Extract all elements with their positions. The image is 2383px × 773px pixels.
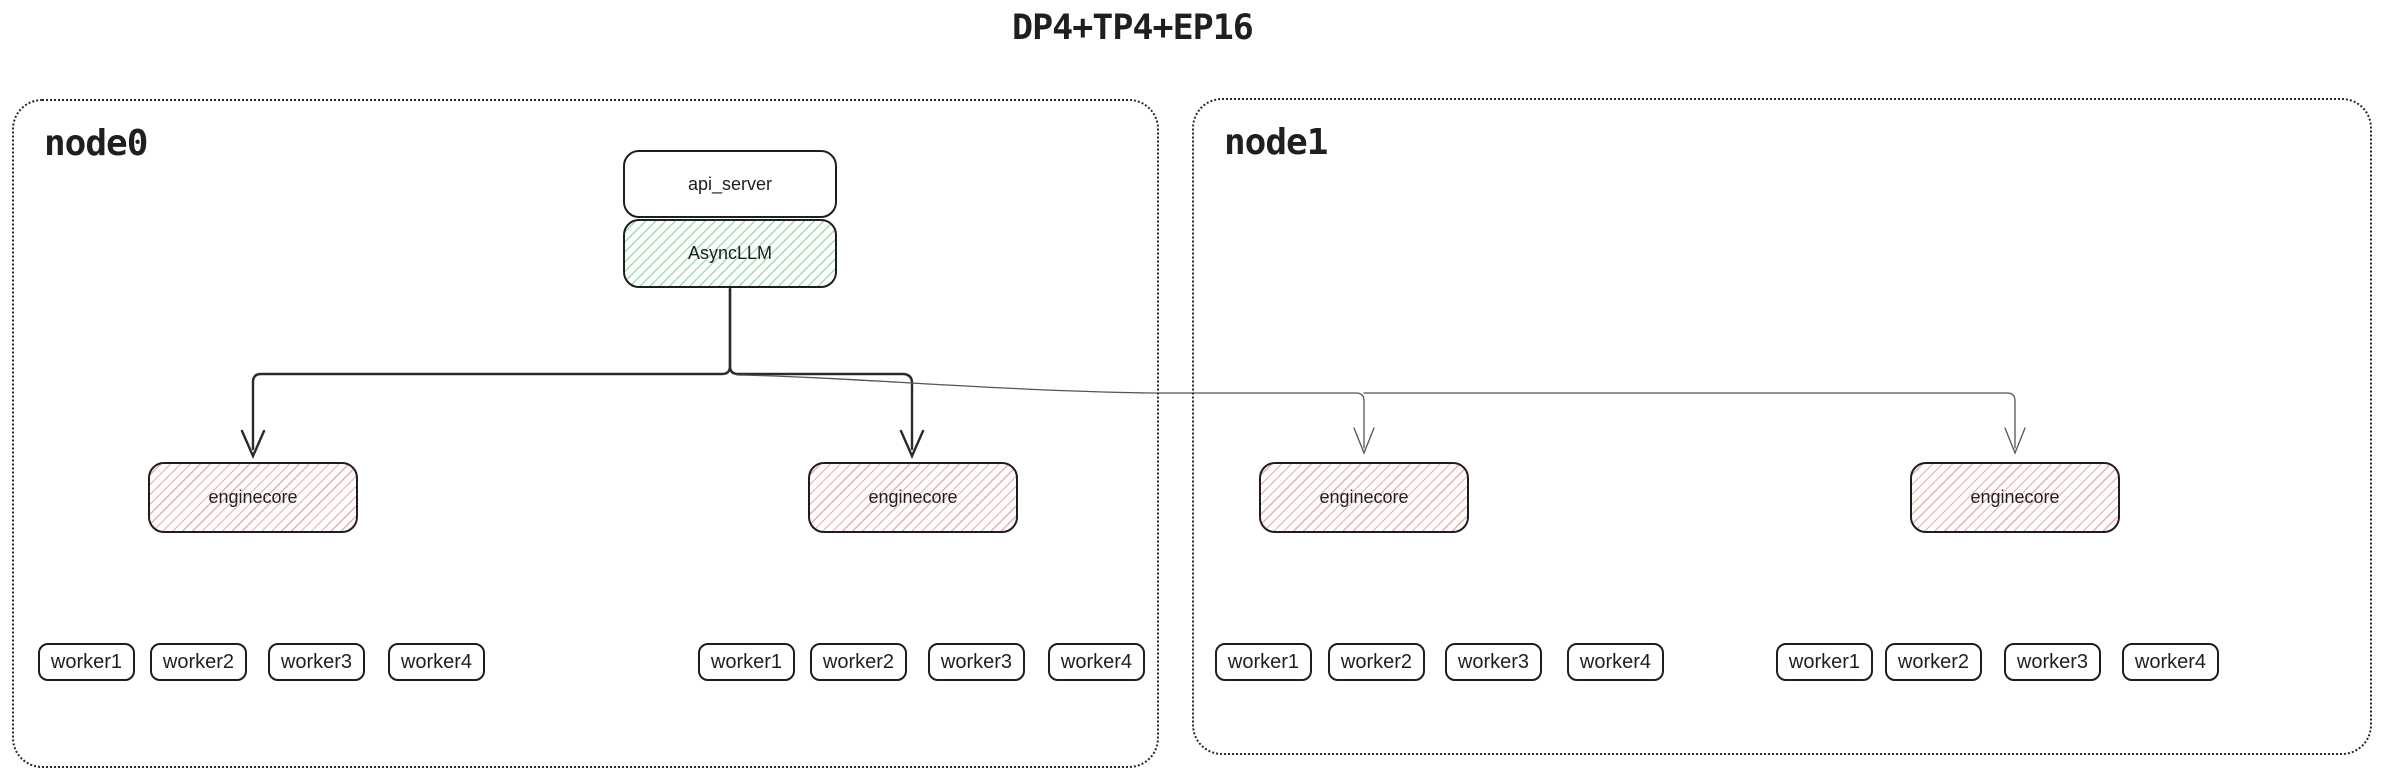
api-server-box: api_server [623,150,837,218]
api-server-label: api_server [687,173,773,194]
enginecore-box-node1-1: enginecore [1259,462,1469,533]
worker-box: worker3 [928,643,1025,681]
worker-box: worker4 [1048,643,1145,681]
worker-box: worker4 [388,643,485,681]
worker-box: worker1 [38,643,135,681]
worker-box: worker2 [1885,643,1982,681]
node0-label: node0 [44,123,148,164]
enginecore-box-node1-2: enginecore [1910,462,2120,533]
node0-group: node0 [12,99,1159,768]
asyncllm-box: AsyncLLM [623,219,837,288]
worker-box: worker4 [1567,643,1664,681]
worker-box: worker2 [810,643,907,681]
enginecore-box-node0-1: enginecore [148,462,358,533]
worker-box: worker3 [268,643,365,681]
enginecore-label: enginecore [1319,487,1409,507]
worker-box: worker1 [698,643,795,681]
worker-box: worker3 [1445,643,1542,681]
worker-box: worker3 [2004,643,2101,681]
worker-box: worker2 [150,643,247,681]
worker-box: worker1 [1215,643,1312,681]
worker-box: worker2 [1328,643,1425,681]
enginecore-label: enginecore [1970,487,2060,507]
node1-label: node1 [1224,122,1328,163]
enginecore-label: enginecore [208,487,298,507]
node1-group: node1 [1192,98,2372,755]
worker-box: worker4 [2122,643,2219,681]
enginecore-box-node0-2: enginecore [808,462,1018,533]
worker-box: worker1 [1776,643,1873,681]
enginecore-label: enginecore [868,487,958,507]
asyncllm-label: AsyncLLM [687,243,773,263]
diagram-title: DP4+TP4+EP16 [1012,8,1254,48]
